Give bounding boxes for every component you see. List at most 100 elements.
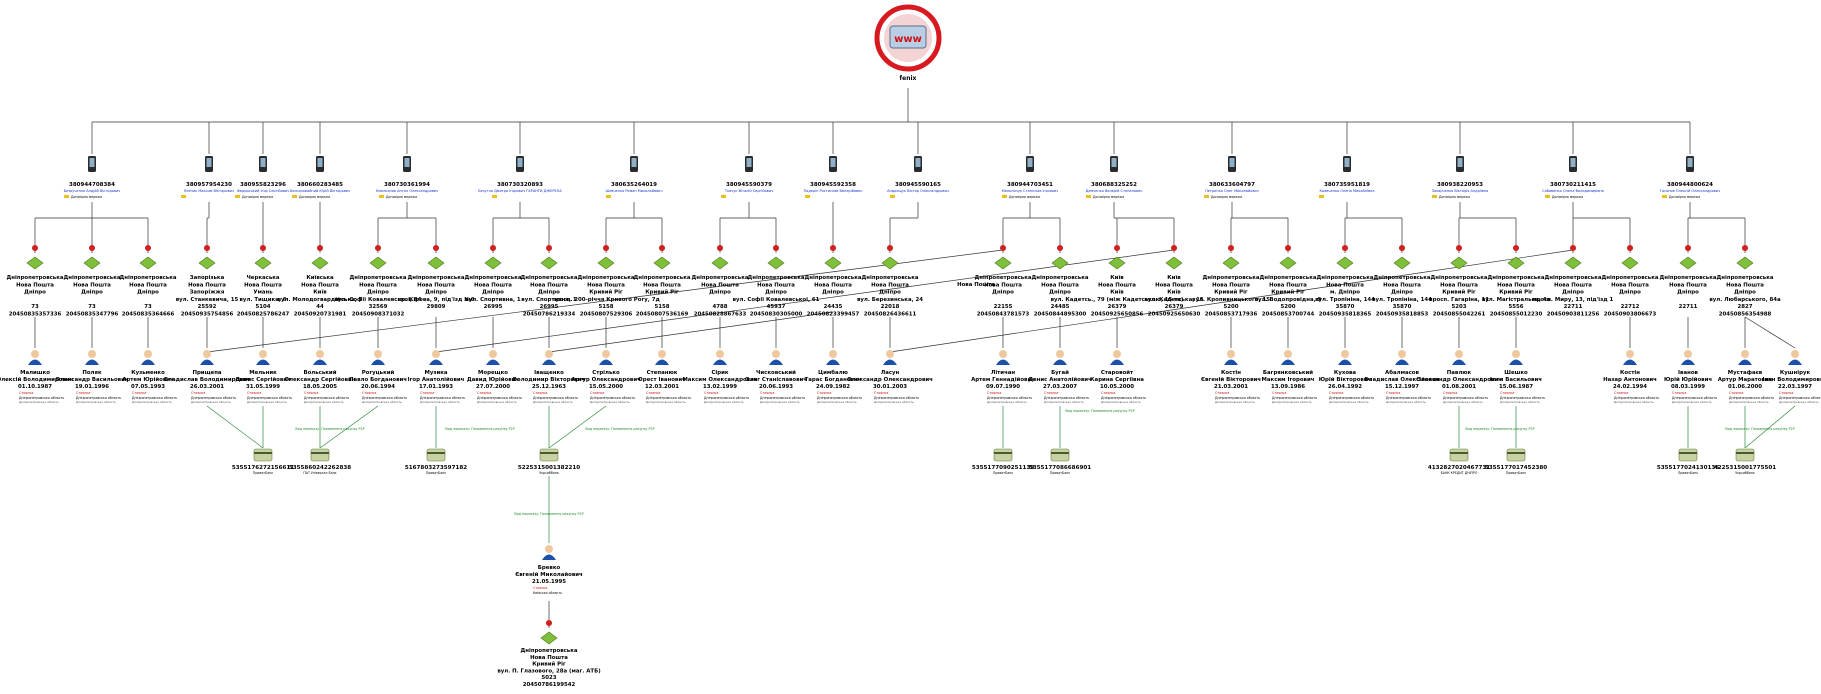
bank-card-icon: [426, 448, 446, 462]
person-head-icon: [316, 350, 324, 358]
person-region: Дніпропетровська область: [247, 396, 292, 400]
person-names: Олександр Сергійович: [285, 376, 356, 383]
person-status: Стоянка: [420, 391, 434, 395]
person-names: Олександр Олександрович: [1416, 377, 1502, 383]
phone-screen: [404, 158, 410, 167]
phone-number: 380944800624: [1667, 182, 1713, 188]
person-status: Стоянка: [533, 391, 547, 395]
phone-tag: Договірна мережа: [71, 195, 102, 199]
person-status: Стоянка: [362, 391, 376, 395]
